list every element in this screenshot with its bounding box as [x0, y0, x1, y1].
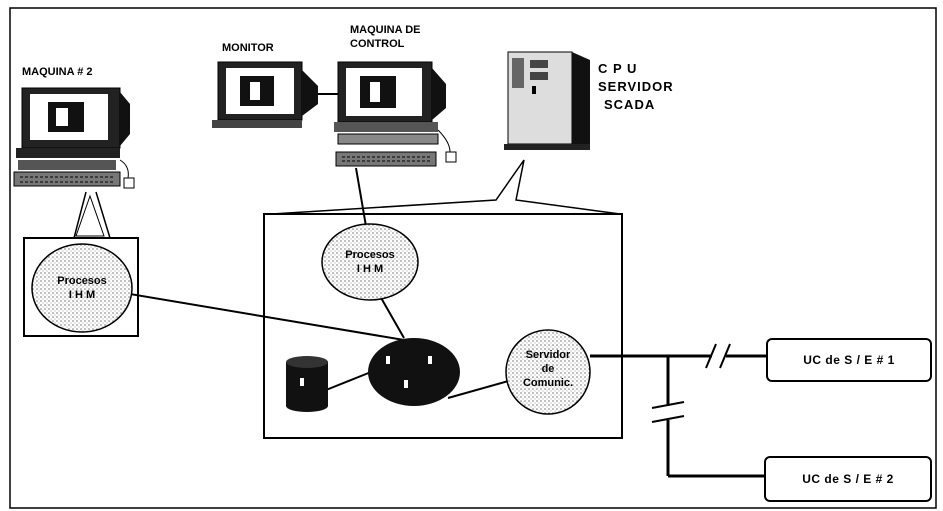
comm-server-bubble	[505, 329, 591, 415]
maquina-control-label-2: CONTROL	[350, 38, 405, 50]
servidor-label: SERVIDOR	[598, 79, 674, 94]
db-to-core-line	[325, 369, 377, 391]
database-cylinder	[286, 356, 328, 412]
maquina-2-computer	[13, 87, 135, 189]
server-label-1: Servidor	[526, 349, 571, 361]
monitor-computer	[212, 61, 318, 128]
scada-label: SCADA	[604, 97, 656, 112]
center-ihm-label-1: Procesos	[345, 249, 395, 261]
server-label-3: Comunic.	[523, 377, 573, 389]
center-ihm-label-2: I H M	[357, 263, 383, 275]
remote-unit-1: UC de S / E # 1	[766, 338, 932, 382]
scada-core-database	[368, 338, 460, 406]
core-to-server-line	[447, 379, 513, 399]
maquina-control-computer	[334, 61, 457, 167]
diagram-border	[9, 7, 937, 509]
center-ihm-bubble	[321, 223, 419, 301]
cpu-server-tower	[504, 51, 590, 150]
server-label-2: de	[542, 363, 555, 375]
left-ihm-to-core-line	[105, 289, 405, 341]
left-ihm-bubble	[31, 243, 133, 333]
left-ihm-label-1: Procesos	[57, 275, 107, 287]
monitor-label: MONITOR	[222, 42, 274, 54]
comm-lines	[590, 343, 766, 478]
cpu-label: C P U	[598, 61, 638, 76]
maquina-2-label: MAQUINA # 2	[22, 66, 93, 78]
left-ihm-label-2: I H M	[69, 289, 95, 301]
ihm-to-core-line	[379, 295, 405, 339]
maquina-control-label-1: MAQUINA DE	[350, 24, 421, 36]
remote-unit-2: UC de S / E # 2	[764, 456, 932, 502]
